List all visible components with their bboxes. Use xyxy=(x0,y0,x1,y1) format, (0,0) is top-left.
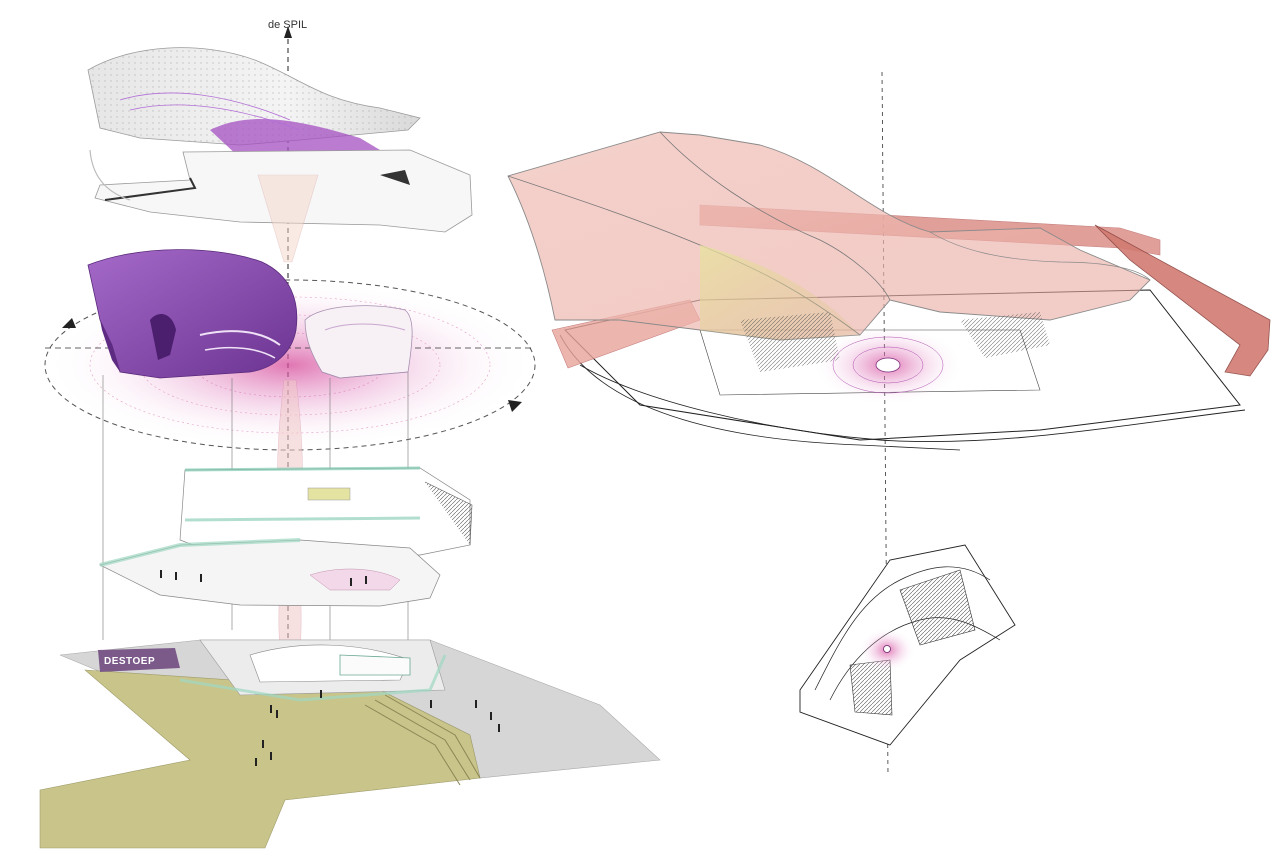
entrance-sign xyxy=(98,648,180,672)
small-plan-right xyxy=(799,544,1016,746)
axis-arrow-icon xyxy=(284,26,292,38)
roof-layer xyxy=(87,47,473,233)
orbit-arrow-left-icon xyxy=(62,318,76,328)
axis-label: de SPIL xyxy=(268,19,307,31)
ground-floor-layer: DESTOEP xyxy=(39,639,661,849)
purple-theatre-volume xyxy=(87,249,298,379)
upper-floor-layer xyxy=(179,466,473,556)
entrance-sign-label: DESTOEP xyxy=(104,656,155,667)
core-cone-upper xyxy=(257,174,319,263)
shell-axonometric-right xyxy=(507,71,1271,776)
middle-floor-layer xyxy=(98,538,441,607)
exploded-axonometric-left: de SPIL xyxy=(39,19,661,849)
people-figures xyxy=(255,690,500,766)
white-small-volume xyxy=(304,305,413,379)
orbit-arrow-right-icon xyxy=(508,400,522,412)
